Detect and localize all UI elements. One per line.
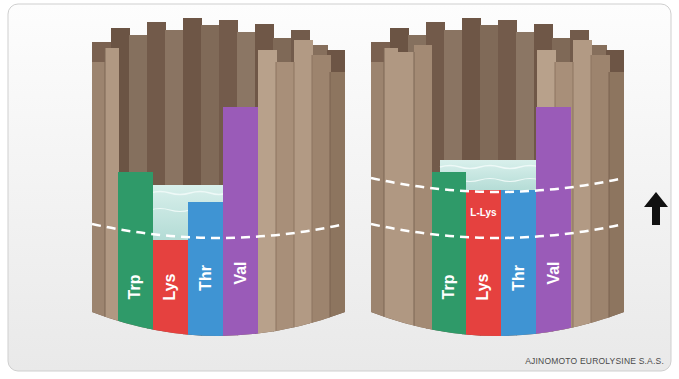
amino-acid-stave: Val xyxy=(223,107,258,333)
stave-label: Val xyxy=(545,261,561,284)
amino-acid-stave: Thr xyxy=(188,202,223,334)
amino-acid-stave: Trp xyxy=(118,172,153,330)
amino-acid-stave: Thr xyxy=(501,190,536,334)
stave-label: Lys xyxy=(475,274,491,301)
amino-acid-stave: Lys xyxy=(153,240,188,332)
stave-label: Thr xyxy=(511,265,527,291)
stave-extension-label: L-Lys xyxy=(470,208,496,218)
amino-acid-stave: Trp xyxy=(432,172,466,328)
stave-label: Val xyxy=(232,261,248,284)
stave-label: Trp xyxy=(127,275,143,300)
stave-label: Trp xyxy=(441,275,457,300)
stave-label: Thr xyxy=(198,265,214,291)
amino-acid-stave: Val xyxy=(536,107,571,333)
amino-acid-stave: L-LysLys xyxy=(466,190,501,332)
stave-label: Lys xyxy=(162,274,178,301)
watermark: AJINOMOTO EUROLYSINE S.A.S. xyxy=(525,356,664,366)
